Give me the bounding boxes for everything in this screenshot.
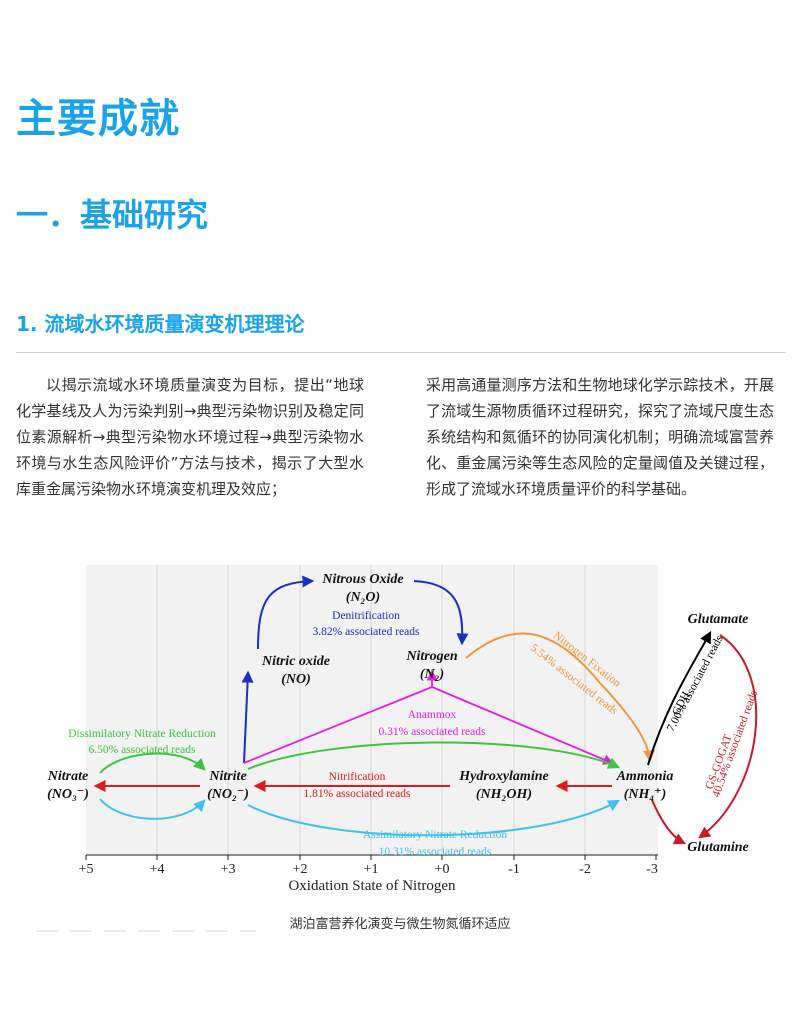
nitrogen-cycle-diagram: +5 +4 +3 +2 +1 +0 -1 -2 -3 Oxidation Sta… [47,565,760,894]
page-title: 主要成就 [16,96,180,142]
x-ticks [85,855,657,860]
label-nitrification-reads: 1.81% associated reads [304,788,412,800]
section-title: 一．基础研究 [16,196,209,234]
label-anr-reads: 10.31% associated reads [379,846,492,858]
tick-label: +0 [435,862,450,877]
arrow-no-to-n2o [257,575,315,650]
arrow-anr-nitrite-ammonia [247,799,621,837]
arrow-nitrite-to-no [241,670,254,764]
species-nitrate: Nitrate [47,769,88,784]
species-hydroxylamine-formula: (NH₂OH) [476,787,532,802]
arrow-anr-nitrate-nitrite [99,798,206,820]
arrow-gsgogat [698,634,758,839]
label-denitrification: Denitrification [332,610,400,622]
tick-label: +5 [79,862,94,877]
tick-label: -3 [646,862,658,877]
label-anammox: Anammox [408,709,457,721]
tick-label: -2 [579,862,591,877]
paragraph-left: 以揭示流域水环境质量演变为目标，提出“地球化学基线及人为污染判别→典型污染物识别… [16,376,364,498]
species-glutamine: Glutamine [687,840,748,855]
tick-label: +3 [221,862,236,877]
label-gdh-reads: 7.00% associated reads [665,633,726,734]
arrow-n2o-to-n2 [413,580,469,646]
subsection-title: 1. 流域水环境质量演变机理理论 [16,312,305,336]
species-hydroxylamine: Hydroxylamine [458,769,548,784]
species-nitrogen-formula: (N₂) [420,667,444,682]
arrow-dnr-nitrite-ammonia [247,741,621,770]
x-axis-label: Oxidation State of Nitrogen [288,878,456,894]
tick-label: -1 [508,862,520,877]
species-nitrite: Nitrite [208,769,246,784]
figure-caption: 湖泊富营养化演变与微生物氮循环适应 [289,917,511,932]
species-nitrogen: Nitrogen [405,649,458,664]
label-denitrification-reads: 3.82% associated reads [313,626,421,638]
arrow-ammonia-to-glutamine [651,799,687,845]
label-nitrification: Nitrification [329,771,386,783]
tick-label: +4 [150,862,165,877]
species-ammonia: Ammonia [616,769,674,784]
label-dnr: Dissimilatory Nitrate Reduction [68,728,216,740]
tick-label: +2 [293,862,308,877]
species-glutamate: Glutamate [688,612,749,627]
species-nitrous-oxide-formula: (N₂O) [346,590,380,605]
decorative-dashes [36,930,256,932]
species-ammonia-formula: (NH₄⁺) [624,787,667,802]
label-anr: Assimilatory Nitrate Reduction [363,829,508,841]
species-nitric-oxide: Nitric oxide [261,654,330,669]
paragraph-right: 采用高通量测序方法和生物地球化学示踪技术，开展了流域生源物质循环过程研究，探究了… [426,376,774,498]
label-anammox-reads: 0.31% associated reads [379,726,487,738]
grid-lines [156,565,586,855]
species-nitrite-formula: (NO₂⁻) [207,787,249,802]
plot-background [86,565,658,855]
arrow-gdh [647,630,712,766]
divider [16,352,786,353]
species-nitric-oxide-formula: (NO) [281,672,311,687]
species-nitrate-formula: (NO₃⁻) [47,787,89,802]
tick-label: +1 [364,862,379,877]
arrow-nitrogen-fixation [465,632,656,763]
species-nitrous-oxide: Nitrous Oxide [321,572,403,587]
label-dnr-reads: 6.50% associated reads [89,744,197,756]
arrow-dnr-nitrate-nitrite [99,752,206,774]
